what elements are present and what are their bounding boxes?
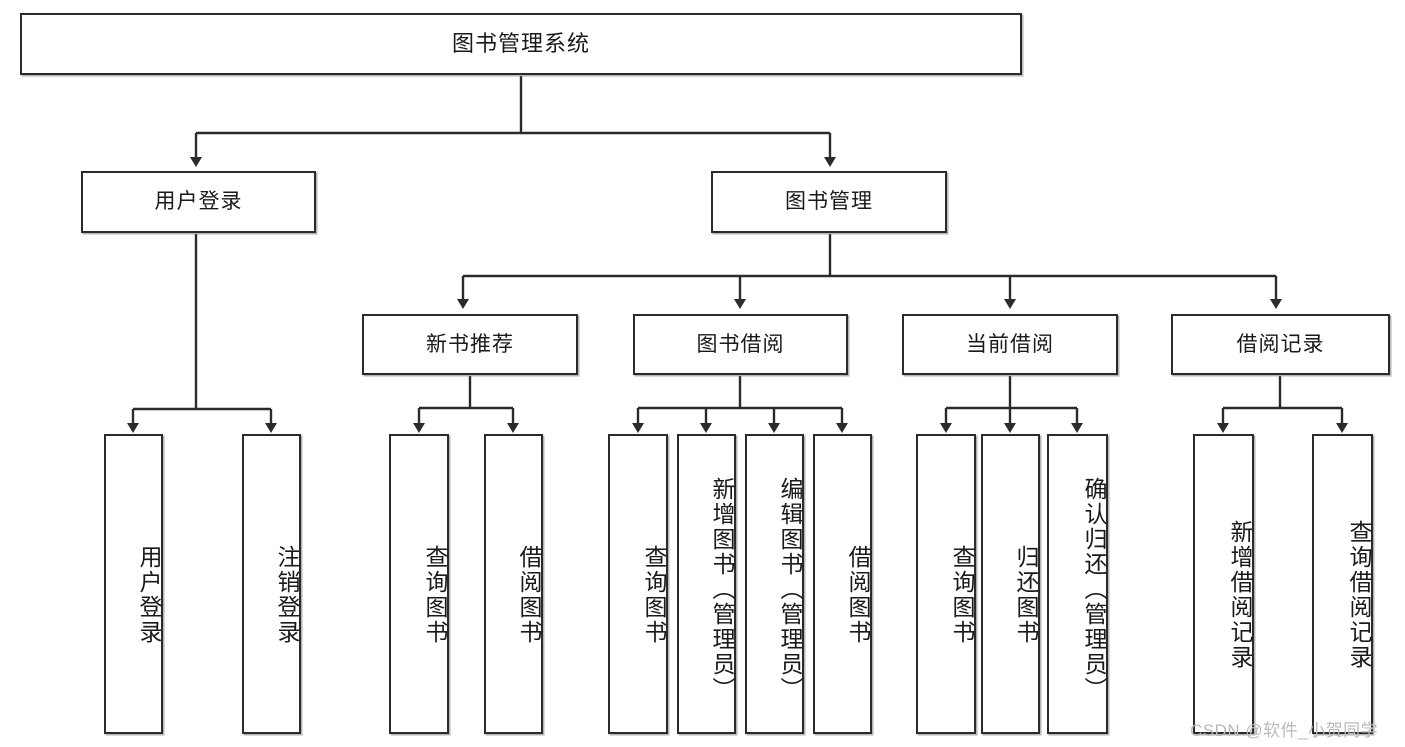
node-current-borrow[interactable]: 当前借阅 bbox=[902, 314, 1118, 375]
leaf-user-login-login[interactable]: 用户登录 bbox=[104, 434, 163, 734]
leaf-book-borrow-query[interactable]: 查询图书 bbox=[608, 434, 668, 734]
leaf-book-borrow-borrow[interactable]: 借阅图书 bbox=[813, 434, 872, 734]
node-root-book-management-system[interactable]: 图书管理系统 bbox=[20, 13, 1022, 75]
node-label: 归还图书 bbox=[1013, 545, 1039, 645]
node-label: 图书管理 bbox=[785, 190, 873, 214]
node-label: 新增借阅记录 bbox=[1227, 520, 1253, 670]
node-user-login[interactable]: 用户登录 bbox=[81, 171, 316, 233]
node-label: 查询借阅记录 bbox=[1346, 520, 1372, 670]
node-label: 借阅图书 bbox=[516, 545, 542, 645]
node-label: 用户登录 bbox=[136, 545, 162, 645]
node-label: 当前借阅 bbox=[966, 332, 1054, 356]
leaf-book-borrow-edit[interactable]: 编辑图书（管理员） bbox=[745, 434, 804, 734]
node-book-management[interactable]: 图书管理 bbox=[711, 171, 947, 233]
node-label: 新增图书（管理员） bbox=[709, 476, 735, 702]
node-label: 借阅记录 bbox=[1236, 332, 1325, 356]
leaf-borrow-record-add[interactable]: 新增借阅记录 bbox=[1193, 434, 1254, 734]
node-book-borrow[interactable]: 图书借阅 bbox=[633, 314, 848, 375]
node-label: 编辑图书（管理员） bbox=[777, 476, 803, 702]
node-new-book-recommend[interactable]: 新书推荐 bbox=[362, 314, 578, 375]
leaf-current-borrow-query[interactable]: 查询图书 bbox=[916, 434, 976, 734]
leaf-new-book-query[interactable]: 查询图书 bbox=[389, 434, 449, 734]
node-label: 借阅图书 bbox=[845, 545, 871, 645]
node-label: 查询图书 bbox=[949, 545, 975, 645]
leaf-user-login-logout[interactable]: 注销登录 bbox=[242, 434, 301, 734]
node-borrow-record[interactable]: 借阅记录 bbox=[1171, 314, 1390, 375]
node-label: 确认归还（管理员） bbox=[1081, 476, 1107, 702]
leaf-current-borrow-confirm-return[interactable]: 确认归还（管理员） bbox=[1047, 434, 1108, 734]
node-label: 查询图书 bbox=[641, 545, 667, 645]
leaf-book-borrow-add[interactable]: 新增图书（管理员） bbox=[677, 434, 736, 734]
leaf-borrow-record-query[interactable]: 查询借阅记录 bbox=[1312, 434, 1373, 734]
leaf-new-book-borrow[interactable]: 借阅图书 bbox=[484, 434, 543, 734]
node-label: 图书借阅 bbox=[696, 332, 785, 356]
node-label: 查询图书 bbox=[422, 545, 448, 645]
node-label: 用户登录 bbox=[154, 190, 243, 214]
node-label: 注销登录 bbox=[274, 545, 300, 645]
node-label: 图书管理系统 bbox=[451, 30, 590, 56]
node-label: 新书推荐 bbox=[426, 332, 514, 356]
watermark-text: CSDN @软件_小贺同学 bbox=[1190, 721, 1379, 740]
leaf-current-borrow-return[interactable]: 归还图书 bbox=[981, 434, 1040, 734]
